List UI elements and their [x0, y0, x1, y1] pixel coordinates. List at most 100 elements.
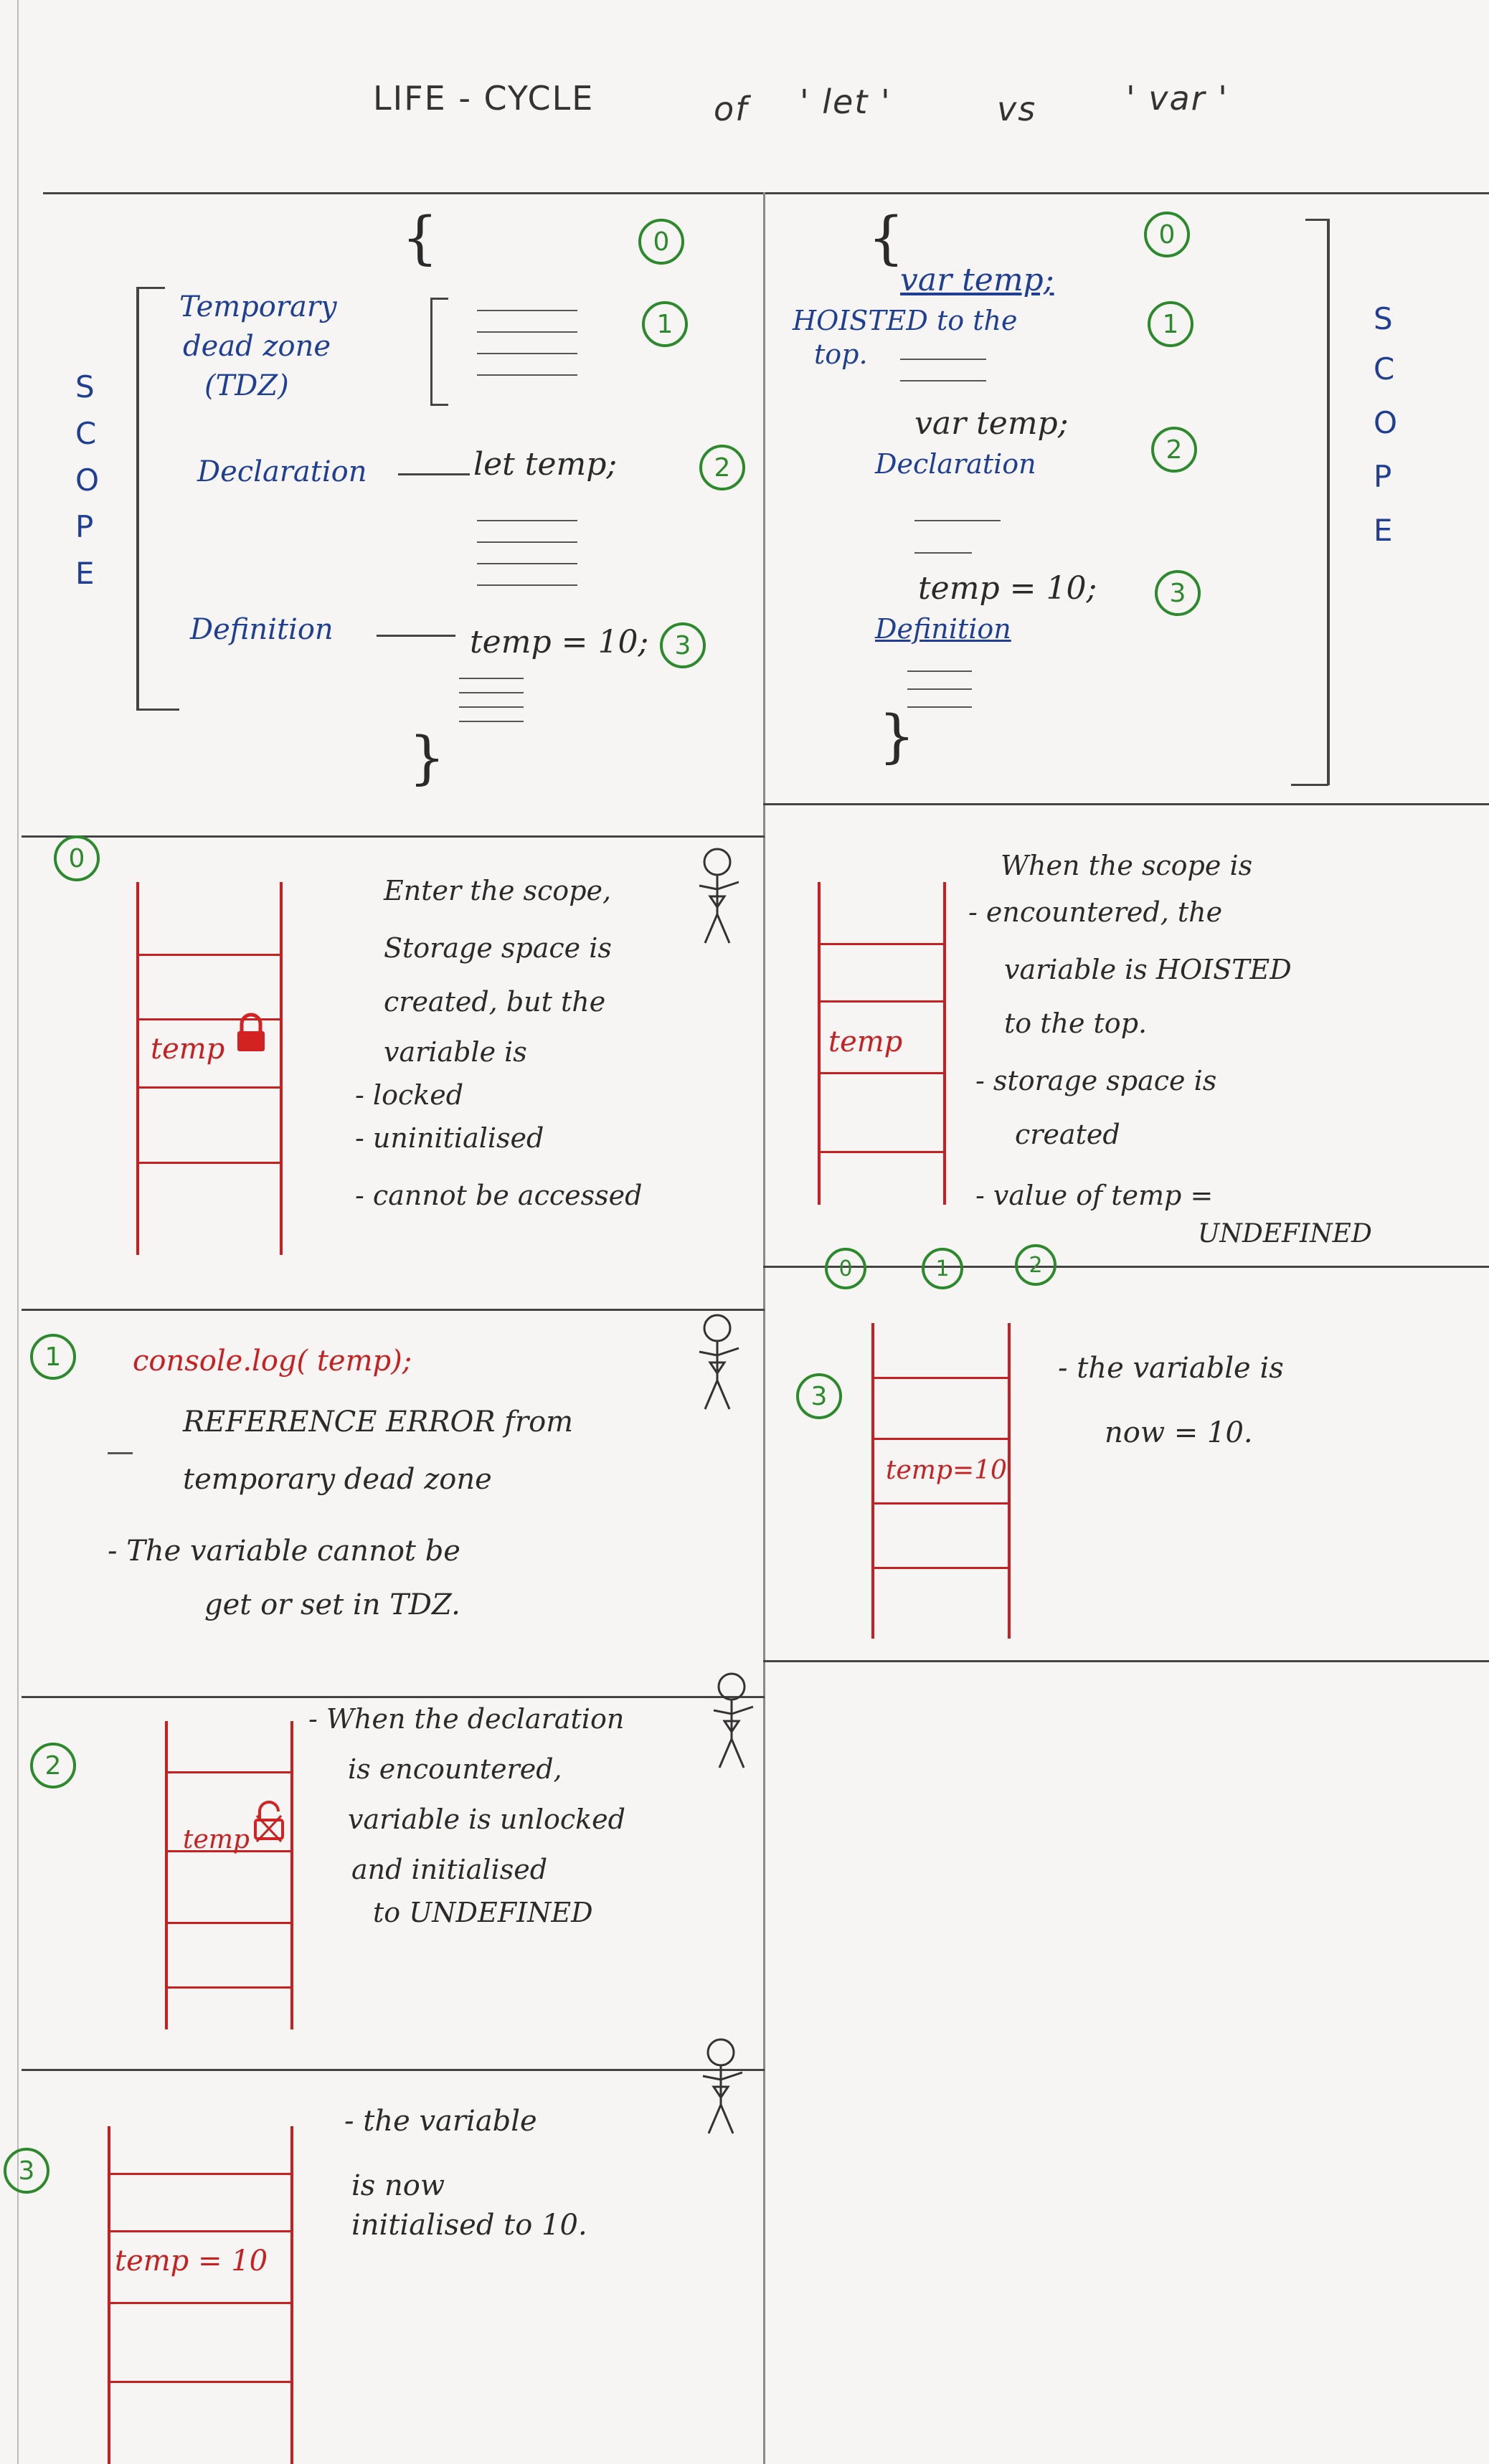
- var-panel-0-line: When the scope is: [1001, 850, 1253, 881]
- var-close-brace: }: [879, 703, 915, 769]
- let-panel-1-badge: 1: [30, 1334, 76, 1380]
- ladder-rung: [136, 954, 280, 956]
- let-panel-3-line: - the variable: [344, 2105, 537, 2138]
- let-panel-3-line: is now: [351, 2169, 445, 2202]
- var-scope-letter: P: [1374, 459, 1392, 494]
- code-line-placeholder: [900, 380, 986, 382]
- ladder-rung: [136, 1086, 280, 1089]
- title-vs: vs: [997, 90, 1037, 128]
- let-panel-3-line: initialised to 10.: [351, 2209, 587, 2242]
- var-declaration-code: var temp;: [914, 405, 1069, 442]
- row-divider: [22, 1696, 765, 1698]
- let-panel-0-line: variable is: [384, 1036, 527, 1068]
- unlocked-icon: [254, 1801, 284, 1843]
- code-line-placeholder: [477, 541, 577, 543]
- var-panel-0-line: created: [1015, 1119, 1120, 1150]
- page-margin-line: [17, 0, 19, 2464]
- ladder-rail: [1008, 1323, 1011, 1639]
- code-line-placeholder: [459, 678, 524, 679]
- let-panel-3-box-label: temp = 10: [115, 2245, 268, 2278]
- let-open-brace: {: [402, 204, 438, 271]
- row-divider: [22, 1309, 765, 1311]
- tdz-label-line2: dead zone: [183, 330, 331, 363]
- var-step-2-badge: 2: [1151, 427, 1197, 473]
- code-line-placeholder: [900, 359, 986, 360]
- title-let: ' let ': [800, 82, 892, 121]
- row-divider: [22, 835, 765, 838]
- let-panel-0-line: Storage space is: [384, 932, 612, 964]
- var-panel-0-line: to the top.: [1004, 1008, 1148, 1039]
- code-line-placeholder: [914, 520, 1001, 521]
- ladder-rung: [818, 943, 943, 945]
- code-line-placeholder: [914, 552, 972, 554]
- var-scope-letter: O: [1374, 405, 1398, 440]
- let-definition-code: temp = 10;: [470, 624, 649, 660]
- let-panel-1-line: temporary dead zone: [183, 1463, 492, 1496]
- row-divider: [763, 1266, 1489, 1268]
- let-scope-letter: C: [75, 416, 97, 451]
- let-panel-1-code: console.log( temp);: [133, 1345, 412, 1378]
- var-scope-bracket-top: [1305, 219, 1328, 221]
- let-scope-bracket-bottom: [136, 709, 179, 711]
- ladder-rung: [165, 1986, 290, 1989]
- var-panel-3-box-label: temp=10: [886, 1456, 1007, 1485]
- stick-figure-icon: [713, 1672, 754, 1768]
- let-panel-0-line: - locked: [355, 1079, 464, 1111]
- tdz-bracket: [430, 298, 432, 405]
- var-panel-0-line: variable is HOISTED: [1004, 954, 1292, 985]
- code-line-placeholder: [477, 374, 577, 376]
- ladder-rail: [290, 1721, 293, 2029]
- let-panel-2-line: is encountered,: [348, 1753, 562, 1785]
- ladder-rail: [280, 882, 283, 1255]
- let-panel-0-line: - uninitialised: [355, 1122, 544, 1154]
- code-line-placeholder: [477, 310, 577, 311]
- code-line-placeholder: [477, 520, 577, 521]
- var-panel-0-badge: 2: [1015, 1244, 1057, 1286]
- code-line-placeholder: [477, 563, 577, 564]
- ladder-rung: [165, 1850, 290, 1852]
- let-close-brace: }: [409, 724, 445, 791]
- ladder-rail: [108, 2126, 110, 2464]
- title-life-cycle: LIFE - CYCLE: [373, 79, 595, 118]
- let-step-2-badge: 2: [699, 445, 745, 491]
- var-hoisted-note-line1: HOISTED to the: [793, 305, 1018, 336]
- var-scope-bracket: [1327, 219, 1330, 785]
- ladder-rung: [818, 1151, 943, 1153]
- code-line-placeholder: [477, 584, 577, 586]
- row-divider: [763, 1660, 1489, 1662]
- var-scope-letter: E: [1374, 513, 1393, 548]
- var-step-0-badge: 0: [1144, 212, 1190, 257]
- lock-icon: [237, 1013, 265, 1051]
- bullet-dash: [108, 1452, 133, 1454]
- let-panel-2-line: - When the declaration: [308, 1703, 625, 1735]
- let-panel-0-line: Enter the scope,: [384, 875, 612, 906]
- let-panel-0-box-label: temp: [151, 1033, 225, 1066]
- code-line-placeholder: [907, 706, 972, 708]
- var-open-brace: {: [868, 204, 904, 271]
- title-of: of: [714, 90, 749, 128]
- let-scope-letter: O: [75, 463, 100, 498]
- tdz-label-line1: Temporary: [179, 290, 337, 323]
- tdz-bracket-bottom: [430, 404, 448, 406]
- let-scope-bracket: [136, 287, 139, 710]
- var-hoisted-code: var temp;: [900, 262, 1054, 298]
- var-step-3-badge: 3: [1155, 570, 1201, 616]
- code-line-placeholder: [459, 692, 524, 693]
- ladder-rail: [943, 882, 946, 1205]
- title-divider: [43, 192, 1489, 194]
- var-scope-letter: S: [1374, 301, 1393, 336]
- stick-figure-icon: [702, 2038, 743, 2134]
- let-panel-2-line: and initialised: [351, 1854, 548, 1885]
- center-divider: [763, 192, 765, 2464]
- ladder-rung: [871, 1567, 1008, 1569]
- let-panel-1-line: get or set in TDZ.: [204, 1588, 460, 1621]
- var-panel-0-box-label: temp: [828, 1025, 903, 1058]
- ladder-rung: [108, 2381, 290, 2383]
- var-panel-0-line: - encountered, the: [968, 896, 1223, 928]
- let-step-1-badge: 1: [642, 301, 688, 347]
- code-line-placeholder: [907, 671, 972, 672]
- var-hoisted-note-line2: top.: [814, 338, 868, 370]
- var-declaration-label: Declaration: [875, 448, 1036, 480]
- let-step-3-badge: 3: [660, 622, 706, 668]
- var-scope-letter: C: [1374, 351, 1395, 387]
